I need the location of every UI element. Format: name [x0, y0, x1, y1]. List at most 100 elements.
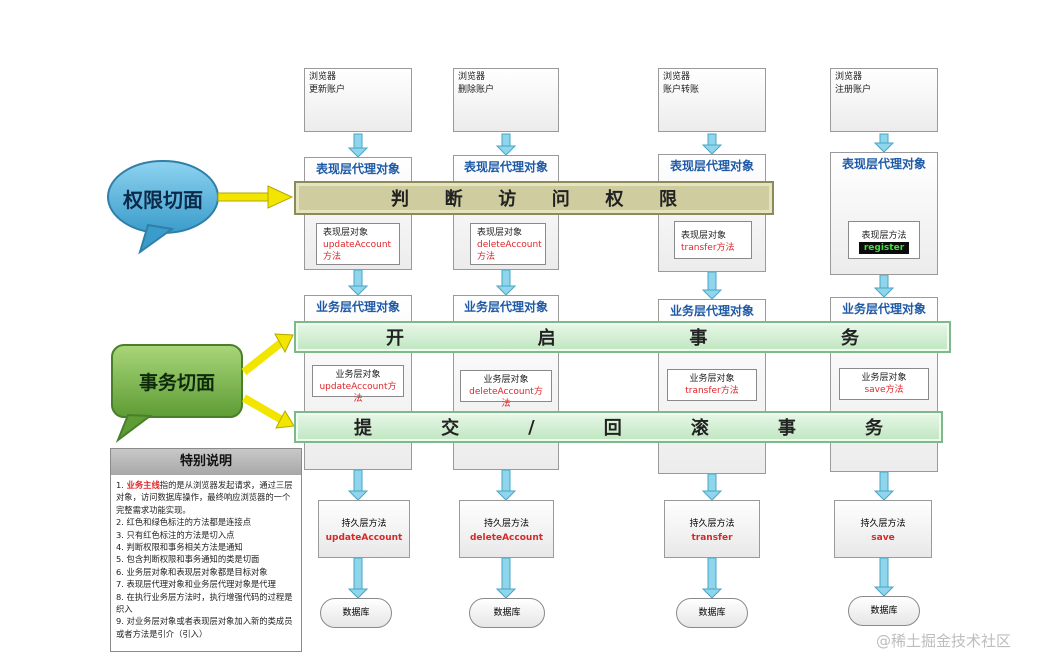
transaction-callout-box [111, 344, 243, 443]
band-char: 提 [354, 418, 372, 439]
business-method-box: 业务层对象 transfer方法 [667, 369, 757, 401]
permission-aspect-label: 权限切面 [123, 188, 203, 212]
persistence-method-box: 持久层方法 transfer [664, 500, 760, 558]
note-item: 4. 判断权限和事务相关方法是通知 [116, 542, 243, 553]
permission-check-band: 判 断 访 问 权 限 [294, 181, 774, 215]
persistence-method-name: updateAccount [325, 533, 403, 543]
presentation-proxy-title: 表现层代理对象 [463, 160, 548, 174]
band-char: 滚 [690, 418, 709, 439]
down-arrow-icon [495, 133, 517, 156]
business-proxy-title: 业务层代理对象 [463, 300, 548, 314]
band-char: 限 [658, 189, 677, 210]
browser-action: 更新账户 [309, 85, 346, 95]
presentation-method-box: 表现层对象 deleteAccount 方法 [470, 223, 546, 265]
browser-label: 浏览器 [835, 72, 863, 82]
down-arrow-icon [495, 557, 517, 599]
down-arrow-icon [495, 469, 517, 501]
browser-label: 浏览器 [309, 72, 337, 82]
band-char: 事 [689, 328, 708, 349]
watermark: @稀土掘金技术社区 [876, 632, 1012, 650]
band-char: 权 [605, 189, 624, 210]
browser-action: 账户转账 [663, 85, 700, 95]
band-char: 事 [777, 418, 796, 439]
down-arrows [347, 133, 895, 599]
business-proxy-title: 业务层代理对象 [669, 304, 754, 318]
band-char: 回 [603, 418, 622, 439]
database-node: 数据库 [848, 596, 920, 626]
band-char: 务 [864, 418, 883, 439]
presentation-method-suffix: 方法 [477, 252, 496, 262]
business-proxy-title: 业务层代理对象 [841, 302, 926, 316]
band-char: 启 [537, 328, 556, 349]
note-title: 特别说明 [111, 449, 301, 475]
presentation-method-name: updateAccount [323, 240, 392, 250]
down-arrow-icon [873, 471, 895, 501]
business-method-name: updateAccount方法 [319, 382, 397, 404]
presentation-proxy-title: 表现层代理对象 [669, 159, 754, 173]
browser-box: 浏览器 删除账户 [453, 68, 559, 132]
presentation-method-label: 表现层对象 [477, 228, 523, 238]
note-item: 3. 只有红色标注的方法是切入点 [116, 529, 235, 540]
business-method-label: 业务层对象 [689, 374, 735, 384]
band-char: 断 [444, 189, 463, 210]
band-char: 判 [391, 189, 409, 210]
business-method-box: 业务层对象 save方法 [839, 368, 929, 400]
browser-box: 浏览器 注册账户 [830, 68, 938, 132]
note-item: 6. 业务层对象和表现层对象都是目标对象 [116, 566, 268, 577]
transaction-aspect-label: 事务切面 [138, 372, 215, 394]
note-item: 8. 在执行业务层方法时，执行增强代码的过程是织入 [116, 591, 293, 615]
presentation-method-name: deleteAccount [477, 240, 542, 250]
browser-label: 浏览器 [663, 72, 691, 82]
business-method-label: 业务层对象 [861, 373, 907, 383]
presentation-method-name: transfer方法 [681, 243, 735, 253]
open-transaction-band: 开 启 事 务 [294, 321, 951, 353]
down-arrow-icon [347, 269, 369, 296]
presentation-method-label: 表现层方法 [861, 231, 907, 241]
band-char: 开 [386, 328, 404, 349]
database-node: 数据库 [320, 598, 392, 628]
database-node: 数据库 [469, 598, 545, 628]
business-method-label: 业务层对象 [483, 375, 529, 385]
browser-action: 注册账户 [835, 85, 872, 95]
band-char: 问 [551, 189, 570, 210]
persistence-label: 持久层方法 [483, 519, 529, 529]
down-arrow-icon [873, 274, 895, 298]
down-arrow-icon [347, 557, 369, 599]
persistence-label: 持久层方法 [860, 519, 906, 529]
special-note-panel: 特别说明 1. 业务主线指的是从浏览器发起请求，通过三层对象，访问数据库操作，最… [110, 448, 302, 652]
persistence-method-name: deleteAccount [469, 533, 544, 543]
band-char: 务 [840, 328, 859, 349]
persistence-method-box: 持久层方法 save [834, 500, 932, 558]
database-node: 数据库 [676, 598, 748, 628]
presentation-method-box: 表现层对象 updateAccount 方法 [316, 223, 400, 265]
persistence-method-name: transfer [691, 533, 733, 543]
browser-action: 删除账户 [458, 85, 495, 95]
down-arrow-icon [347, 469, 369, 501]
business-method-name: deleteAccount方法 [469, 387, 543, 409]
down-arrow-icon [701, 133, 723, 155]
persistence-method-name: save [871, 533, 895, 543]
transaction-yellow-arrows [241, 333, 295, 429]
presentation-method-box: 表现层方法 register [848, 221, 920, 259]
down-arrow-icon [873, 133, 895, 153]
note-body: 1. 业务主线指的是从浏览器发起请求，通过三层对象，访问数据库操作，最终响应浏览… [111, 475, 301, 644]
down-arrow-icon [701, 557, 723, 599]
presentation-method-label: 表现层对象 [323, 228, 369, 238]
down-arrow-icon [873, 557, 895, 597]
persistence-method-box: 持久层方法 updateAccount [318, 500, 410, 558]
band-char: 交 [441, 418, 460, 439]
presentation-method-suffix: 方法 [323, 252, 342, 262]
presentation-method-name: register [859, 242, 909, 254]
down-arrow-icon [701, 473, 723, 501]
business-method-name: transfer方法 [685, 386, 739, 396]
down-arrow-icon [701, 271, 723, 300]
persistence-method-box: 持久层方法 deleteAccount [459, 500, 554, 558]
presentation-method-label: 表现层对象 [681, 231, 727, 241]
commit-rollback-band: 提 交 / 回 滚 事 务 [294, 411, 943, 443]
band-char: 访 [498, 189, 517, 210]
band-char: / [528, 416, 535, 438]
note-item: 1. 业务主线指的是从浏览器发起请求，通过三层对象，访问数据库操作，最终响应浏览… [116, 480, 293, 515]
business-method-box: 业务层对象 deleteAccount方法 [460, 370, 552, 409]
business-proxy-title: 业务层代理对象 [315, 300, 400, 314]
